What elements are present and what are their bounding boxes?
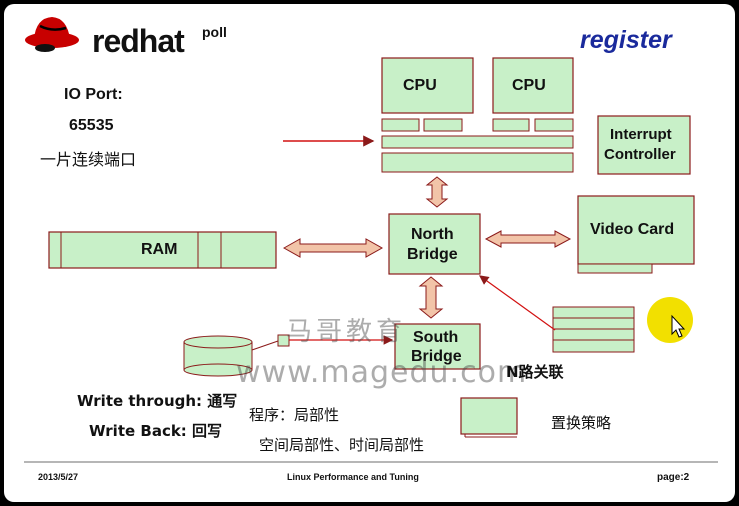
footer-page: page:2 bbox=[657, 472, 690, 483]
north-bridge-box bbox=[388, 213, 481, 275]
cache-north-line bbox=[479, 275, 556, 331]
cpu-1-label: CPU bbox=[403, 77, 437, 94]
cpu-1-box bbox=[381, 57, 474, 114]
redhat-wordmark: redhat bbox=[92, 23, 185, 59]
io-port-desc: 一片连续端口 bbox=[40, 150, 137, 169]
cpu-2-box bbox=[492, 57, 574, 114]
disk-icon bbox=[183, 335, 253, 377]
interrupt-label-2: Controller bbox=[604, 146, 676, 163]
interrupt-controller-box bbox=[597, 115, 691, 175]
write-through-label: Write through: 通写 bbox=[77, 392, 238, 410]
page-title: register bbox=[580, 26, 672, 54]
north-video-arrow bbox=[484, 230, 572, 248]
video-card-box bbox=[577, 195, 695, 265]
north-bridge-label-1: North bbox=[411, 226, 454, 243]
watermark-url: www.magedu.com bbox=[236, 355, 528, 390]
south-bridge-box bbox=[394, 323, 481, 370]
system-bus-bar bbox=[381, 152, 574, 173]
n-way-cache-stack bbox=[552, 339, 635, 353]
footer-date: 2013/5/27 bbox=[38, 472, 79, 482]
io-port-count: 65535 bbox=[69, 117, 114, 134]
interrupt-label-1: Interrupt bbox=[610, 126, 672, 143]
redhat-logo-icon bbox=[25, 17, 79, 52]
cpu-north-arrow bbox=[425, 176, 449, 208]
cpu-2-label: CPU bbox=[512, 77, 546, 94]
video-card-label: Video Card bbox=[590, 221, 675, 238]
locality-detail-label: 空间局部性、时间局部性 bbox=[259, 436, 425, 454]
cursor-highlight bbox=[647, 297, 693, 343]
watermark-cn: 马哥教育 bbox=[286, 317, 407, 347]
footer-title: Linux Performance and Tuning bbox=[287, 472, 419, 482]
ram-north-arrow bbox=[282, 238, 384, 258]
ram-label: RAM bbox=[141, 241, 178, 258]
brand-superscript: poll bbox=[202, 24, 227, 40]
north-south-arrow bbox=[418, 276, 444, 319]
n-way-label: N路关联 bbox=[506, 363, 564, 381]
write-back-label: Write Back: 回写 bbox=[89, 422, 223, 440]
ram-box bbox=[48, 231, 277, 269]
south-bridge-label-1: South bbox=[413, 329, 459, 346]
replacement-box bbox=[460, 397, 518, 435]
locality-label: 程序：局部性 bbox=[249, 406, 340, 424]
mouse-pointer-icon bbox=[671, 314, 686, 338]
replacement-policy-label: 置换策略 bbox=[551, 414, 612, 432]
north-bridge-label-2: Bridge bbox=[407, 246, 458, 263]
south-bridge-label-2: Bridge bbox=[411, 348, 462, 365]
io-port-label: IO Port: bbox=[64, 86, 123, 103]
cache-bar bbox=[381, 135, 574, 149]
